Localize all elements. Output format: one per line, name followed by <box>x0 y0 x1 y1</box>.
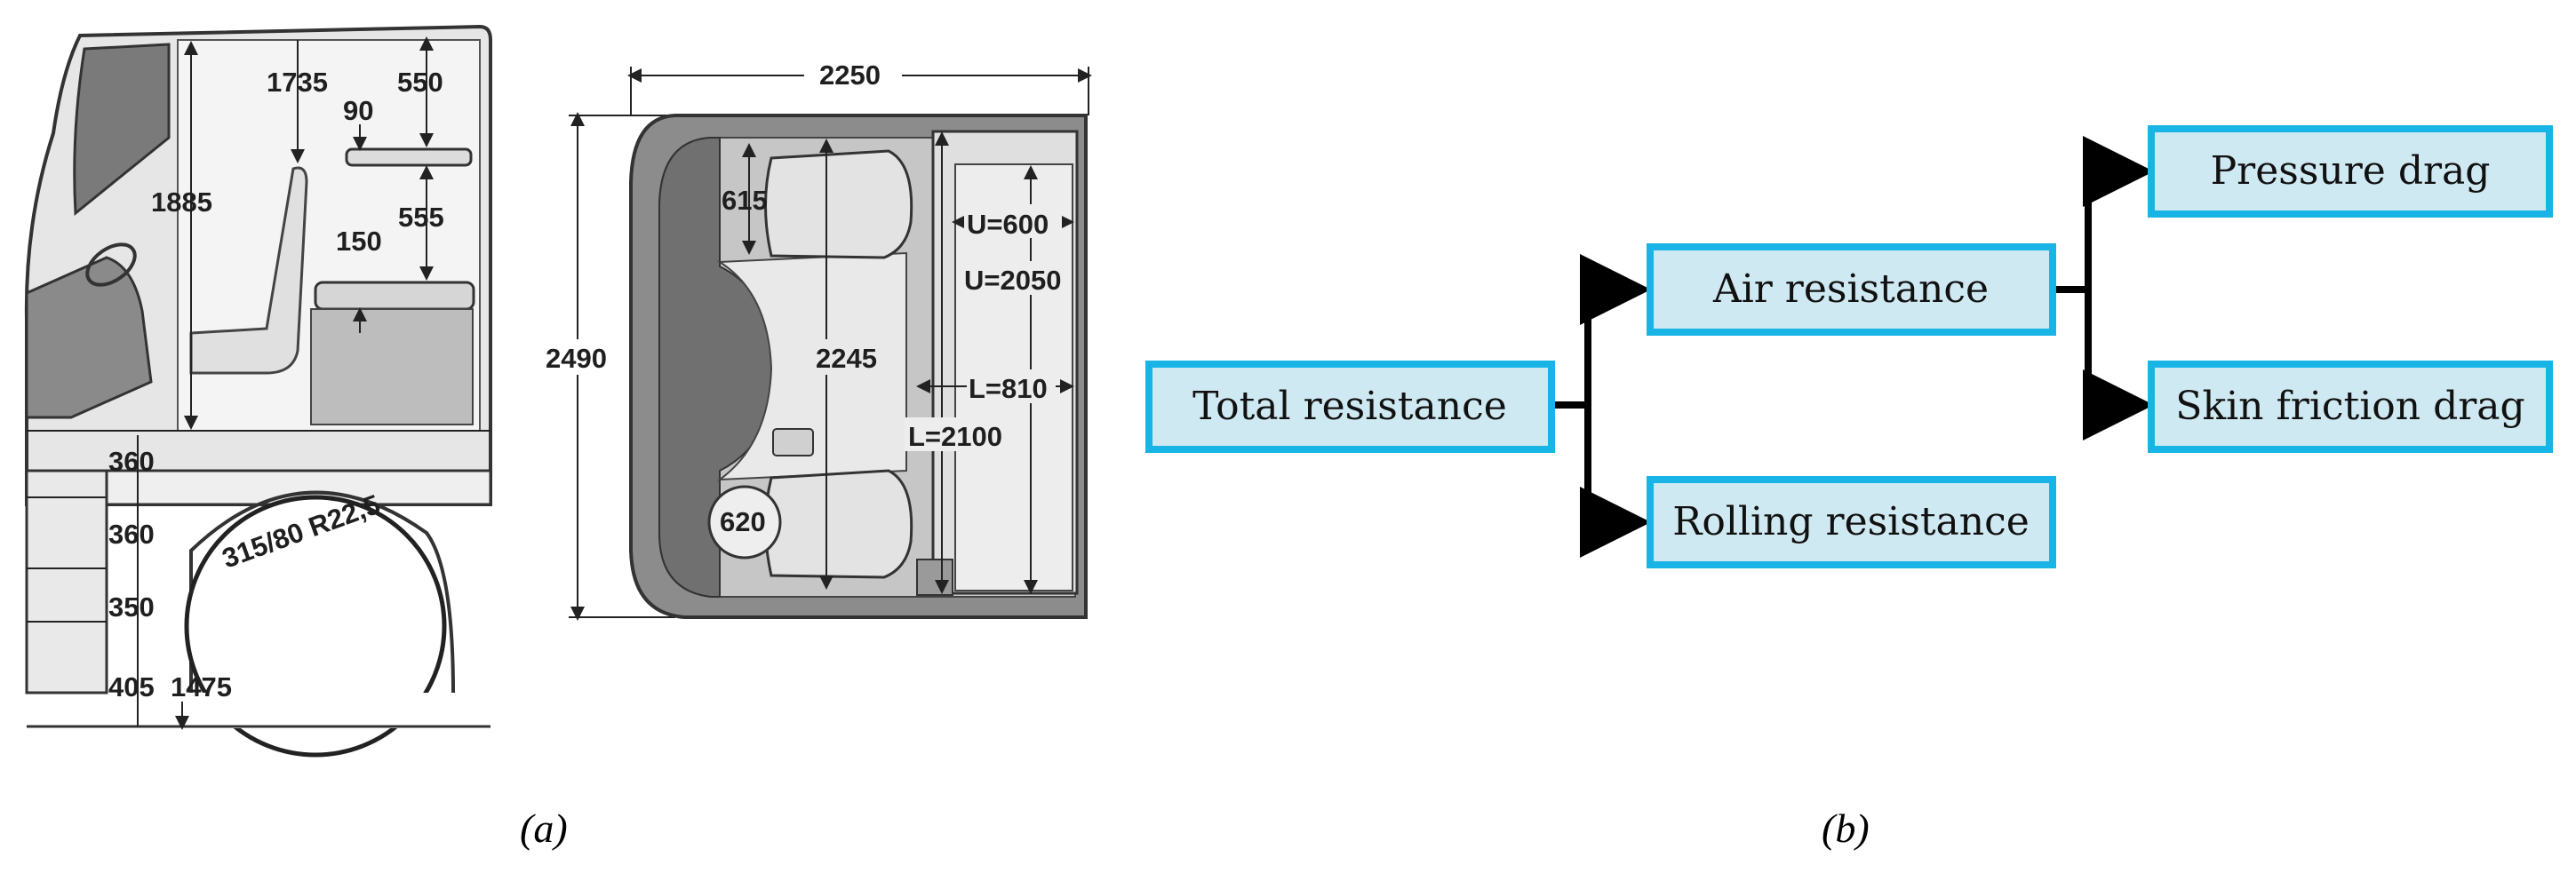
dim-u2050: U=2050 <box>964 265 1061 296</box>
front-tire <box>184 495 447 758</box>
dim-360-lower: 360 <box>108 519 155 550</box>
dashboard <box>25 256 153 419</box>
dim-2490: 2490 <box>546 343 607 374</box>
dim-405: 405 <box>108 671 155 702</box>
dim-l810: L=810 <box>969 373 1048 404</box>
dim-1475: 1475 <box>171 671 232 702</box>
box-skin-friction-drag: Skin friction drag <box>2148 361 2553 453</box>
cab-side-view: 1735 550 90 1885 555 150 360 360 350 405… <box>24 24 492 758</box>
caption-a: (a) <box>520 806 568 851</box>
box-total-resistance: Total resistance <box>1145 361 1555 453</box>
lower-storage <box>310 308 474 425</box>
label-air-resistance: Air resistance <box>1712 266 1989 312</box>
cab-roof-window <box>73 43 171 217</box>
caption-b: (b) <box>1822 806 1870 851</box>
box-pressure-drag: Pressure drag <box>2148 125 2553 218</box>
cab-top-view: 2250 2490 615 2245 U=600 U=2050 <box>544 55 1092 621</box>
seat-top-upper <box>764 149 913 259</box>
seat-top-lower <box>764 469 913 579</box>
dim-620: 620 <box>720 506 766 537</box>
dim-350: 350 <box>108 591 155 623</box>
dim-555: 555 <box>398 202 444 233</box>
dim-90: 90 <box>343 95 373 126</box>
console-box <box>772 428 814 456</box>
resistance-diagram: Total resistance Air resistance Rolling … <box>1145 125 2553 568</box>
dim-360-upper: 360 <box>108 446 155 477</box>
box-air-resistance: Air resistance <box>1647 243 2056 336</box>
dim-2250: 2250 <box>819 60 881 91</box>
front-grille <box>25 469 108 694</box>
steering-wheel <box>85 242 137 287</box>
dim-u600: U=600 <box>967 209 1049 240</box>
dim-615: 615 <box>722 185 768 216</box>
dim-620-circle <box>707 485 782 560</box>
dim-2245: 2245 <box>816 343 877 374</box>
dim-150: 150 <box>336 226 382 257</box>
upper-bunk <box>345 147 473 167</box>
bunk-step <box>916 559 953 596</box>
dim-l2100: L=2100 <box>908 421 1002 452</box>
dim-1735: 1735 <box>267 67 328 98</box>
driver-seat <box>189 166 308 375</box>
dim-1885: 1885 <box>151 187 212 218</box>
wheel-arch <box>189 490 455 694</box>
label-total-resistance: Total resistance <box>1192 384 1507 429</box>
label-skin-friction-drag: Skin friction drag <box>2175 384 2524 429</box>
lower-bunk <box>314 281 475 311</box>
box-rolling-resistance: Rolling resistance <box>1647 476 2056 568</box>
label-pressure-drag: Pressure drag <box>2211 148 2491 194</box>
dim-550: 550 <box>397 67 443 98</box>
label-rolling-resistance: Rolling resistance <box>1672 499 2030 544</box>
